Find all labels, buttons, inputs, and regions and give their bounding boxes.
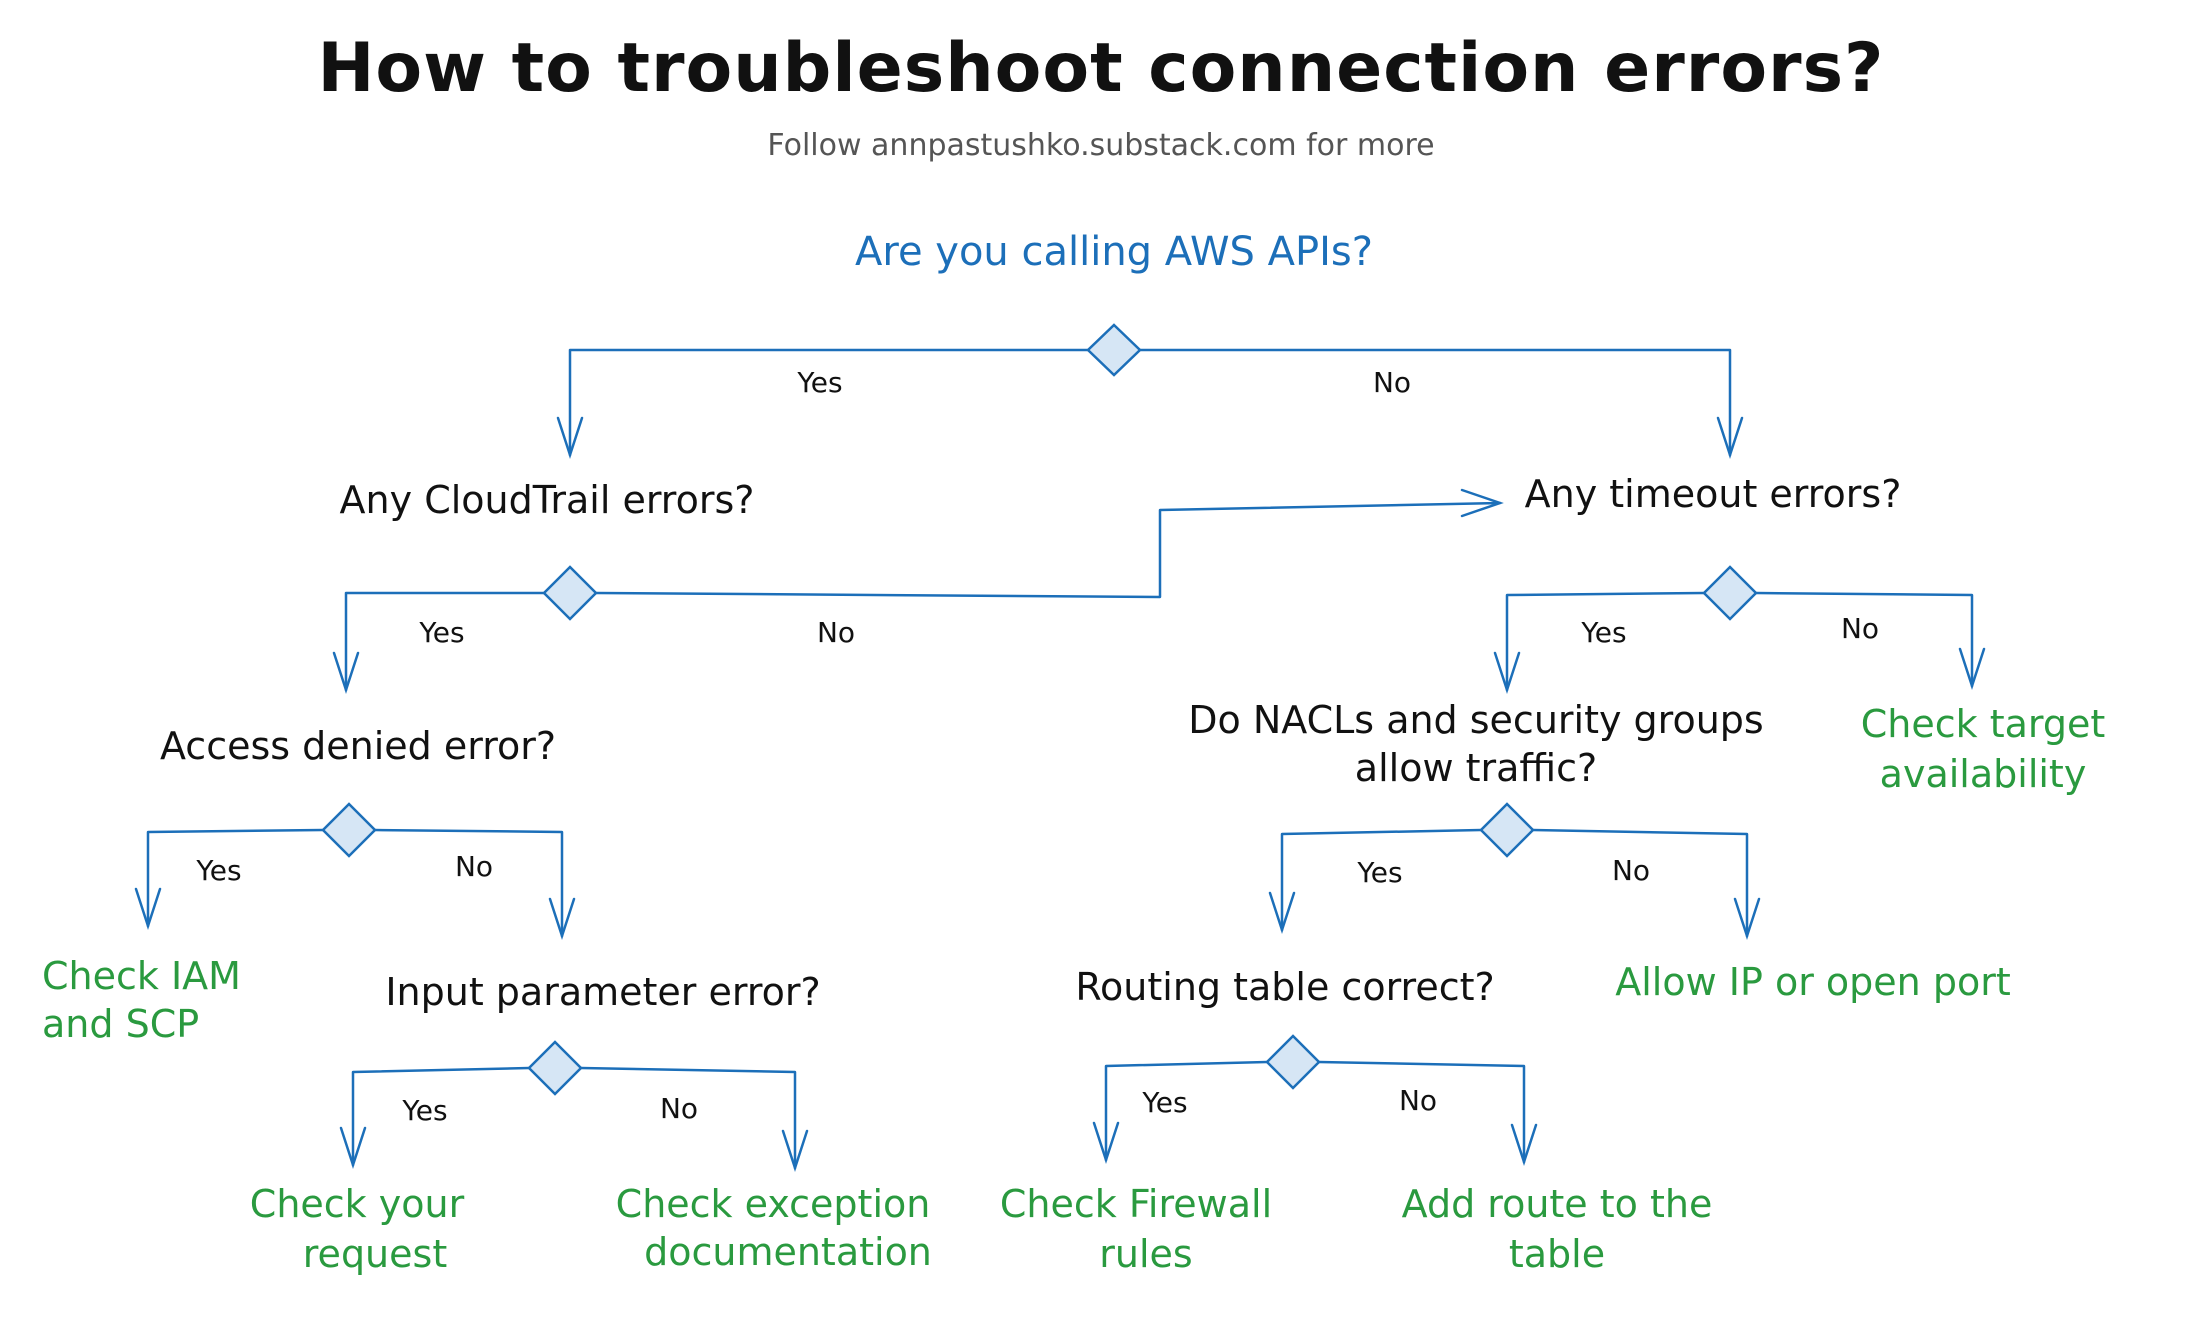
label-cloudtrail-yes: Yes <box>419 616 465 649</box>
node-check-request-line2: request <box>302 1232 448 1276</box>
arrowhead-aws-no <box>1716 416 1744 460</box>
edge-input-yes <box>351 1066 531 1167</box>
node-routing: Routing table correct? <box>1075 965 1495 1009</box>
arrowhead-aws-yes <box>556 416 584 460</box>
arrowhead-cloudtrail-yes <box>332 651 360 695</box>
arrowhead-access-no <box>548 897 576 941</box>
arrowhead-cloudtrail-no <box>1460 488 1504 518</box>
node-check-firewall-line2: rules <box>1099 1232 1193 1276</box>
arrowhead-routing-no <box>1510 1123 1538 1167</box>
edge-routing-yes <box>1104 1060 1269 1162</box>
decision-diamond-routing <box>1265 1034 1321 1090</box>
edge-timeout-yes <box>1505 591 1706 692</box>
arrowhead-timeout-yes <box>1493 651 1521 695</box>
edge-aws-no <box>1138 348 1732 457</box>
label-aws-no: No <box>1372 366 1412 399</box>
decision-diamond-aws-apis <box>1086 323 1142 377</box>
arrowhead-input-yes <box>339 1126 367 1170</box>
arrowhead-input-no <box>781 1129 809 1173</box>
label-aws-yes: Yes <box>797 366 843 399</box>
label-access-yes: Yes <box>196 854 242 887</box>
decision-diamond-input-param <box>527 1040 583 1096</box>
edge-access-yes <box>146 828 325 928</box>
arrowhead-routing-yes <box>1092 1121 1120 1165</box>
arrowhead-access-yes <box>134 887 162 931</box>
edge-cloudtrail-yes <box>344 591 546 692</box>
label-access-no: No <box>454 850 494 883</box>
edge-access-no <box>373 828 564 938</box>
node-check-firewall-line1: Check Firewall <box>999 1182 1273 1226</box>
edge-aws-yes <box>568 348 1090 457</box>
label-timeout-no: No <box>1840 612 1880 645</box>
node-allow-ip: Allow IP or open port <box>1615 960 2011 1004</box>
node-access-denied: Access denied error? <box>159 724 557 768</box>
node-timeout: Any timeout errors? <box>1524 472 1902 516</box>
node-check-exception-line2: documentation <box>644 1230 932 1274</box>
node-check-target-line1: Check target <box>1860 702 2106 746</box>
node-nacls-line1: Do NACLs and security groups <box>1188 698 1764 742</box>
page-title: How to troubleshoot connection errors? <box>317 29 1885 108</box>
node-check-request-line1: Check your <box>249 1182 465 1226</box>
decision-diamond-timeout <box>1702 565 1758 621</box>
arrowhead-nacls-no <box>1733 897 1761 941</box>
decision-diamond-cloudtrail <box>542 565 598 621</box>
edge-cloudtrail-no <box>594 501 1502 599</box>
decision-diamond-nacls <box>1479 802 1535 858</box>
arrowhead-nacls-yes <box>1268 891 1296 935</box>
label-nacls-yes: Yes <box>1357 856 1403 889</box>
edge-input-no <box>579 1066 797 1170</box>
page-subtitle: Follow annpastushko.substack.com for mor… <box>767 128 1435 163</box>
edge-nacls-yes <box>1280 828 1483 932</box>
node-nacls-line2: allow traffic? <box>1354 746 1598 790</box>
label-input-yes: Yes <box>402 1094 448 1127</box>
label-timeout-yes: Yes <box>1581 616 1627 649</box>
node-add-route-line2: table <box>1508 1232 1606 1276</box>
node-check-iam-line1: Check IAM <box>42 954 241 998</box>
node-aws-apis: Are you calling AWS APIs? <box>855 229 1373 275</box>
label-routing-yes: Yes <box>1142 1086 1188 1119</box>
node-input-param: Input parameter error? <box>385 970 821 1014</box>
decision-diamond-access-denied <box>321 802 377 858</box>
edge-nacls-no <box>1531 828 1749 938</box>
node-check-exception-line1: Check exception <box>615 1182 931 1226</box>
node-check-iam-line2: and SCP <box>42 1002 200 1046</box>
edge-routing-no <box>1317 1060 1526 1164</box>
edge-timeout-no <box>1754 591 1974 688</box>
label-cloudtrail-no: No <box>816 616 856 649</box>
node-cloudtrail: Any CloudTrail errors? <box>339 478 755 522</box>
node-add-route-line1: Add route to the <box>1401 1182 1713 1226</box>
label-input-no: No <box>659 1092 699 1125</box>
arrowhead-timeout-no <box>1958 647 1986 691</box>
label-routing-no: No <box>1398 1084 1438 1117</box>
label-nacls-no: No <box>1611 854 1651 887</box>
node-check-target-line2: availability <box>1879 752 2087 796</box>
